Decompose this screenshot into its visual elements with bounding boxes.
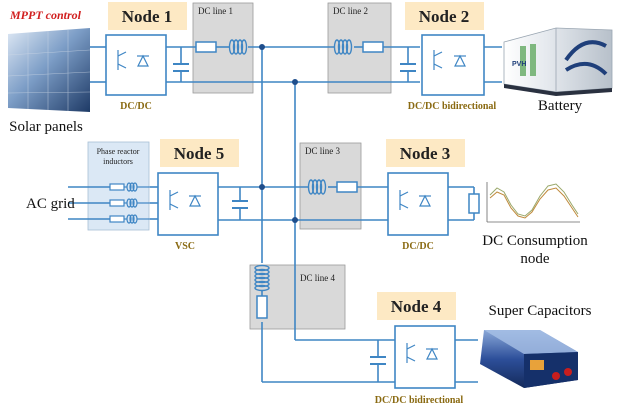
- converter-node5-label: VSC: [175, 241, 195, 252]
- mppt-control-label: MPPT control: [9, 8, 82, 22]
- converter-node1-label: DC/DC: [120, 101, 152, 112]
- load-resistor: [468, 193, 480, 214]
- node-4-label: Node 4: [391, 297, 442, 316]
- dc-line-1-label: DC line 1: [198, 6, 233, 16]
- converter-node2: [421, 34, 485, 96]
- phase-reactor-label-line2: inductors: [103, 157, 133, 166]
- converter-node5: [157, 172, 219, 236]
- super-capacitor-image: [480, 330, 578, 388]
- solar-panels-label: Solar panels: [9, 119, 83, 135]
- dc-line-4-inductor: [254, 264, 270, 292]
- converter-node1: [105, 34, 167, 96]
- dc-line-2-label: DC line 2: [333, 6, 368, 16]
- node-1-box: [108, 2, 187, 30]
- capacitor-node4: [370, 356, 386, 365]
- node-3-label: Node 3: [400, 144, 451, 163]
- solar-panels-image: [7, 28, 91, 112]
- node-3-box: [386, 139, 465, 167]
- battery-logo-text: PVH: [512, 61, 526, 68]
- ac-grid-label: AC grid: [26, 196, 75, 212]
- dc-line-1-inductor: [228, 39, 248, 55]
- dc-consumption-plot-image: [486, 182, 580, 223]
- dc-line-4-resistor: [256, 295, 268, 319]
- node-4-box: [377, 292, 456, 320]
- bus-junctions: [259, 44, 298, 223]
- converter-node3: [387, 172, 449, 236]
- dc-consumption-label-line2: node: [520, 251, 550, 267]
- dc-line-2-resistor: [362, 41, 384, 53]
- capacitor-node1: [173, 63, 189, 72]
- converter-node3-label: DC/DC: [402, 241, 434, 252]
- capacitor-node2: [400, 63, 416, 72]
- converter-node2-label: DC/DC bidirectional: [408, 101, 497, 112]
- node-2-box: [405, 2, 484, 30]
- converter-node4-label: DC/DC bidirectional: [375, 395, 464, 406]
- battery-image: [503, 27, 613, 96]
- phase-reactor-inductors: [109, 182, 150, 224]
- dc-line-4-label: DC line 4: [300, 273, 335, 283]
- dc-line-3-inductor: [307, 179, 327, 195]
- dc-line-3-label: DC line 3: [305, 146, 340, 156]
- node-5-box: [160, 139, 239, 167]
- phase-reactor-label-line1: Phase reactor: [97, 147, 140, 156]
- capacitor-node5: [232, 200, 248, 209]
- dc-line-3-resistor: [336, 181, 358, 193]
- converter-node4: [394, 325, 456, 389]
- dc-consumption-label-line1: DC Consumption: [482, 233, 588, 249]
- super-capacitors-label: Super Capacitors: [489, 303, 592, 319]
- node-2-label: Node 2: [419, 7, 470, 26]
- battery-label: Battery: [538, 98, 583, 114]
- dc-line-2-inductor: [333, 39, 353, 55]
- node-5-label: Node 5: [174, 144, 225, 163]
- node-1-label: Node 1: [122, 7, 173, 26]
- dc-line-1-resistor: [195, 41, 217, 53]
